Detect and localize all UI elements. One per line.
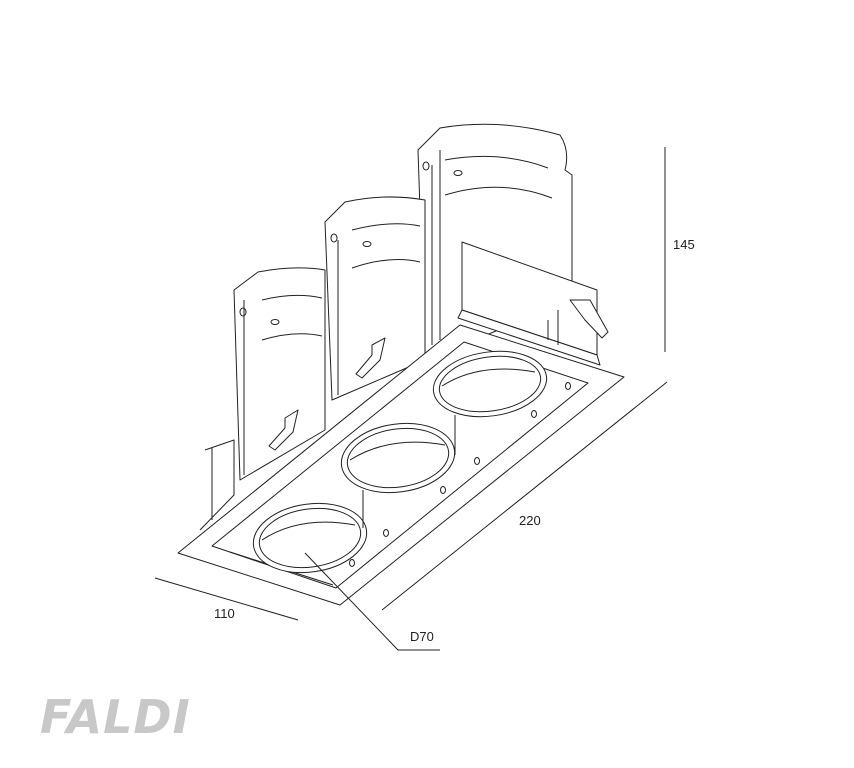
length-label: 220	[519, 513, 541, 528]
width-label: 110	[214, 606, 235, 621]
faldi-logo: FALDI	[40, 690, 191, 744]
screw-holes	[349, 382, 571, 567]
lens-openings	[252, 350, 571, 574]
width-dimension-line	[154, 577, 299, 621]
diameter-leader-line	[304, 552, 440, 651]
lens-opening-2	[340, 422, 456, 528]
spring-clip	[569, 299, 609, 339]
housing-module-2	[324, 196, 426, 401]
dimension-lines	[154, 147, 668, 651]
spring-clip	[355, 337, 386, 379]
lens-opening-1	[252, 502, 368, 574]
lens-opening-3	[432, 350, 548, 455]
spring-clip	[268, 409, 299, 451]
housing-module-1	[199, 267, 326, 531]
driver-box	[457, 241, 609, 366]
diameter-label: D70	[410, 629, 434, 644]
length-dimension-line	[381, 381, 668, 611]
height-label: 145	[673, 237, 695, 252]
